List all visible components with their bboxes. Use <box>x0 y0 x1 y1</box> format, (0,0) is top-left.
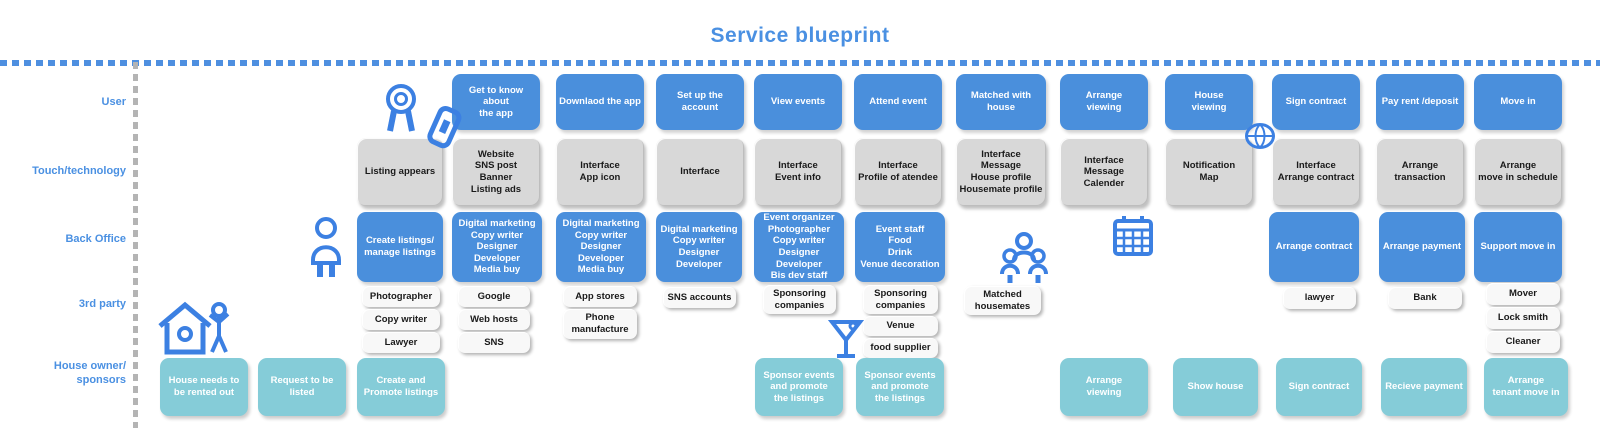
page-title: Service blueprint <box>710 24 890 47</box>
box-digital-marketing-media-buy-2: Digital marketing Copy writer Designer D… <box>556 212 646 282</box>
box-download-app: Downlaod the app <box>556 74 644 130</box>
box-website-sns-banner: Website SNS post Banner Listing ads <box>452 138 540 206</box>
box-venue: Venue <box>863 316 938 336</box>
box-create-manage-listings: Create listings/ manage listings <box>357 212 443 282</box>
box-matched-housemates: Matched housemates <box>964 286 1041 315</box>
box-get-to-know-app: Get to know about the app <box>452 74 540 130</box>
box-create-promote-listings: Create and Promote listings <box>357 358 445 416</box>
box-arrange-viewing-user: Arrange viewing <box>1060 74 1148 130</box>
box-interface-message-calender: Interface Message Calender <box>1060 138 1148 206</box>
box-google: Google <box>458 286 530 307</box>
box-matched-with-house: Matched with house <box>956 74 1046 130</box>
box-sponsoring-companies-1: Sponsoring companies <box>763 285 836 314</box>
lane-divider-line <box>133 62 138 428</box>
box-copy-writer: Copy writer <box>362 309 440 330</box>
box-cleaner: Cleaner <box>1486 331 1560 353</box>
box-house-viewing: House viewing <box>1165 74 1253 130</box>
lane-label-house-owner: House owner/ sponsors <box>53 360 126 386</box>
box-move-in: Move in <box>1474 74 1562 130</box>
box-arrange-payment: Arrange payment <box>1379 212 1465 282</box>
box-notification-map: Notification Map <box>1165 138 1253 206</box>
box-arrange-transaction: Arrange transaction <box>1376 138 1464 206</box>
box-app-stores: App stores <box>563 286 637 307</box>
box-pay-rent-deposit: Pay rent /deposit <box>1376 74 1464 130</box>
lane-label-back-office: Back Office <box>65 233 126 245</box>
box-sign-contract-owner: Sign contract <box>1276 358 1362 416</box>
box-phone-manufacture: Phone manufacture <box>563 309 637 339</box>
house-person-icon <box>148 292 233 358</box>
box-show-house: Show house <box>1173 358 1258 416</box>
box-sns: SNS <box>458 332 530 353</box>
phase-divider-line <box>0 60 1600 66</box>
box-house-needs-rented: House needs to be rented out <box>160 358 248 416</box>
box-mover: Mover <box>1486 283 1560 305</box>
box-arrange-move-in-schedule: Arrange move in schedule <box>1474 138 1562 206</box>
phone-icon <box>424 104 464 152</box>
box-arrange-viewing-owner: Arrange viewing <box>1060 358 1148 416</box>
lane-label-user: User <box>101 96 126 108</box>
lane-label-3rd-party: 3rd party <box>78 298 126 310</box>
box-view-events: View events <box>754 74 842 130</box>
box-sign-contract-user: Sign contract <box>1272 74 1360 130</box>
box-digital-marketing-3: Digital marketing Copy writer Designer D… <box>656 212 742 282</box>
cocktail-icon <box>828 318 864 360</box>
box-interface-profile-atendee: Interface Profile of atendee <box>854 138 942 206</box>
box-sponsor-events-2: Sponsor events and promote the listings <box>856 358 944 416</box>
box-event-staff-food-drink: Event staff Food Drink Venue decoration <box>855 212 945 282</box>
box-interface: Interface <box>656 138 744 206</box>
box-bank: Bank <box>1388 287 1462 309</box>
person-icon <box>306 216 346 280</box>
box-photographer: Photographer <box>362 286 440 307</box>
globe-icon <box>1243 122 1277 150</box>
box-set-up-account: Set up the account <box>656 74 744 130</box>
award-icon <box>378 82 424 134</box>
box-sns-accounts: SNS accounts <box>663 287 736 308</box>
box-web-hosts: Web hosts <box>458 309 530 330</box>
box-request-to-be-listed: Request to be listed <box>258 358 346 416</box>
box-interface-message-house-profile: Interface Message House profile Housemat… <box>956 138 1046 206</box>
calendar-icon <box>1112 214 1154 258</box>
box-lawyer-1: Lawyer <box>362 332 440 353</box>
box-support-move-in: Support move in <box>1474 212 1562 282</box>
box-lock-smith: Lock smith <box>1486 307 1560 329</box>
box-attend-event: Attend event <box>854 74 942 130</box>
lane-label-touch-technology: Touch/technology <box>32 165 126 177</box>
box-digital-marketing-media-buy-1: Digital marketing Copy writer Designer D… <box>452 212 542 282</box>
box-interface-app-icon: Interface App icon <box>556 138 644 206</box>
box-interface-arrange-contract: Interface Arrange contract <box>1272 138 1360 206</box>
box-interface-event-info: Interface Event info <box>754 138 842 206</box>
box-arrange-tenant-move-in: Arrange tenant move in <box>1484 358 1568 416</box>
box-sponsoring-companies-2: Sponsoring companies <box>863 285 938 314</box>
box-food-supplier: food supplier <box>863 338 938 358</box>
box-sponsor-events-1: Sponsor events and promote the listings <box>755 358 843 416</box>
people-group-icon <box>1000 230 1048 286</box>
box-listing-appears: Listing appears <box>357 138 443 206</box>
box-arrange-contract-back: Arrange contract <box>1269 212 1359 282</box>
box-lawyer-2: lawyer <box>1283 287 1356 309</box>
box-event-organizer-staffing: Event organizer Photographer Copy writer… <box>754 212 844 282</box>
box-recieve-payment: Recieve payment <box>1381 358 1467 416</box>
